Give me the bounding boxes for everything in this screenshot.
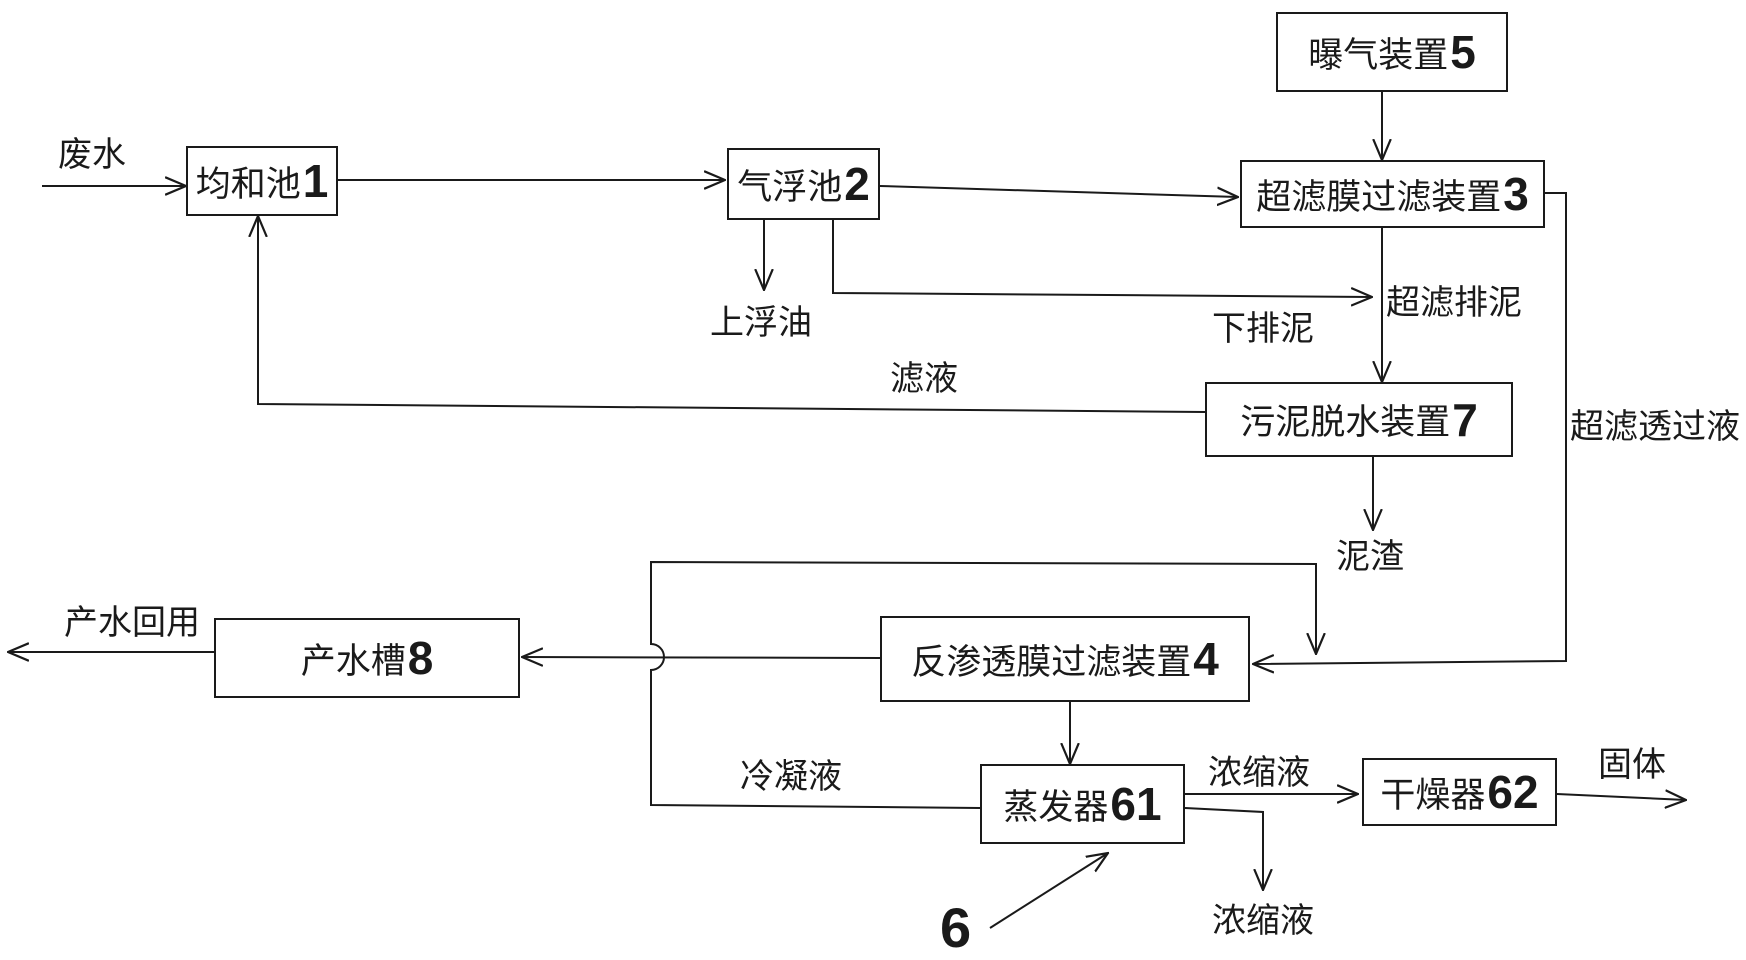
- arrow-condensate-return: [650, 560, 1316, 809]
- box-aeration-num: 5: [1450, 26, 1476, 78]
- label-wastewater: 废水: [58, 135, 126, 175]
- box-evaporator-num: 61: [1110, 778, 1162, 830]
- label-concentrate-out: 浓缩液: [1212, 901, 1314, 941]
- label-bottom-sludge: 下排泥: [1212, 309, 1314, 349]
- arrow-ro-to-product-tank: [522, 657, 881, 658]
- box-sludge-dewatering-name: 污泥脱水装置: [1240, 403, 1451, 443]
- label-group-6: 6: [940, 896, 972, 959]
- label-concentrate-to-dryer: 浓缩液: [1208, 753, 1310, 793]
- label-condensate: 冷凝液: [740, 757, 842, 797]
- arrow-filtrate-return: [258, 216, 1206, 413]
- box-equalization-num: 1: [302, 155, 329, 207]
- box-product-tank-num: 8: [407, 632, 434, 684]
- arrow-flotation-to-ultrafiltration: [879, 185, 1238, 197]
- box-dryer-name: 干燥器: [1380, 775, 1486, 816]
- box-reverse-osmosis-num: 4: [1193, 633, 1219, 685]
- box-reverse-osmosis-name: 反渗透膜过滤装置: [911, 642, 1192, 683]
- arrow-uf-permeate: [1253, 192, 1567, 664]
- box-dryer-num: 62: [1487, 766, 1539, 818]
- box-ultrafiltration-name: 超滤膜过滤装置: [1256, 177, 1502, 218]
- box-equalization-name: 均和池: [195, 164, 301, 205]
- arrow-solid-out: [1556, 794, 1686, 800]
- box-flotation-name: 气浮池: [737, 167, 843, 208]
- label-floating-oil: 上浮油: [710, 303, 812, 343]
- label-uf-sludge: 超滤排泥: [1386, 283, 1522, 323]
- label-uf-permeate: 超滤透过液: [1570, 407, 1740, 447]
- box-sludge-dewatering-num: 7: [1452, 393, 1478, 446]
- arrow-concentrate-out: [1184, 807, 1263, 890]
- box-evaporator-name: 蒸发器: [1003, 787, 1109, 828]
- label-water-reuse: 产水回用: [64, 603, 200, 643]
- label-filtrate: 滤液: [890, 359, 958, 399]
- box-product-tank-name: 产水槽: [300, 641, 406, 682]
- box-flotation-num: 2: [844, 158, 870, 210]
- label-solid: 固体: [1598, 745, 1666, 785]
- arrow-bottom-sludge: [832, 220, 1372, 297]
- label-sludge-residue: 泥渣: [1336, 537, 1404, 577]
- group-6-leader: [989, 853, 1108, 929]
- box-aeration-name: 曝气装置: [1308, 35, 1449, 76]
- box-ultrafiltration-num: 3: [1503, 168, 1529, 220]
